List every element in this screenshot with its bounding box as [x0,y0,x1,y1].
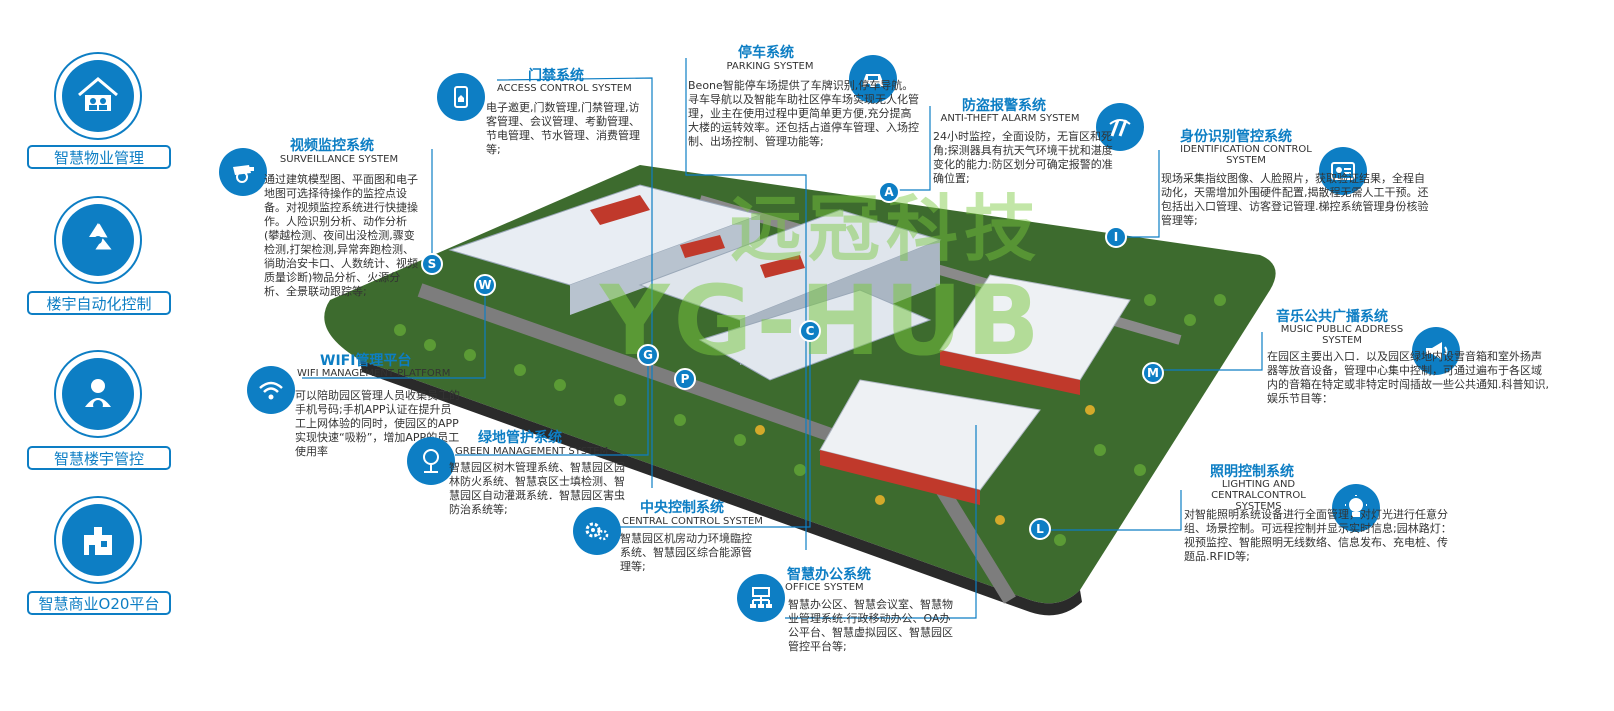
parking-desc: Beone智能停车场提供了车牌识别,停车导航。寻车导航以及智能车助社区停车场实现… [688,79,919,148]
music-desc: 在园区主要出入口．以及园区绿地内设雪音箱和室外扬声器等放音设备，管理中心集中控制… [1267,350,1549,405]
shop-gift-icon [62,504,134,576]
map-pin-l[interactable]: L [1029,518,1051,540]
commerce-o2o-label[interactable]: 智慧商业O20平台 [27,591,171,615]
identification-subtitle: IDENTIFICATION CONTROL SYSTEM [1180,144,1312,166]
red-roof-accent-2 [680,235,725,258]
music-title: 音乐公共广播系统 [1276,309,1388,325]
watermark-en: YG-HUB [600,265,1044,377]
map-pin-m[interactable]: M [1142,362,1164,384]
music-subtitle: MUSIC PUBLIC ADDRESS SYSTEM [1280,324,1404,346]
wifi-title: WIFI管理平台 [320,353,412,369]
office-desc: 智慧办公区、智慧会议室、智慧物业管理系统.行政移动办公、OA办公平台、智慧虚拟园… [788,598,953,653]
green-subtitle: GREEN MANAGEMENT SYSTEM [455,446,609,457]
alarm-subtitle: ANTI-THEFT ALARM SYSTEM [940,113,1080,124]
smart-building-circle[interactable] [54,350,142,438]
building-automation-circle[interactable] [54,196,142,284]
property-management-circle[interactable] [54,52,142,140]
wifi-subtitle: WIFI MANAGEMENT PLATFORM [297,368,451,379]
office-title: 智慧办公系统 [787,567,871,583]
house-people-icon [62,60,134,132]
loudspeaker-icon[interactable] [1412,327,1460,375]
lightbulb-icon[interactable] [1332,484,1380,532]
red-roof-accent-3 [760,255,805,278]
red-roof-accent-1 [590,195,650,225]
alarm-title: 防盗报警系统 [962,98,1046,114]
surveillance-camera-icon[interactable] [219,148,267,196]
lighting-title: 照明控制系统 [1210,464,1294,480]
map-pin-c[interactable]: C [799,320,821,342]
trees [394,294,1226,546]
access-control-title: 门禁系统 [528,68,584,84]
alarm-desc: 24小时监控，全面设防，无盲区和死角;探测器具有抗天气环境干扰和湛度变化的能力:… [933,130,1113,185]
map-pin-i[interactable]: I [1105,226,1127,248]
office-network-icon[interactable] [737,574,785,622]
building-wall-5 [820,450,980,505]
map-pin-g[interactable]: G [637,344,659,366]
building-wall-4 [940,350,1080,395]
access-control-subtitle: ACCESS CONTROL SYSTEM [497,83,632,94]
map-pin-a[interactable]: A [878,181,900,203]
person-gear-icon [62,358,134,430]
map-pin-p[interactable]: P [674,368,696,390]
access-control-desc: 电子邀更,门数管理,门禁管理,访客管理、会议管理、考勤管理、节电管理、节水管理、… [486,101,640,156]
building-automation-label[interactable]: 楼宇自动化控制 [27,291,171,315]
map-pin-w[interactable]: W [474,274,496,296]
office-subtitle: OFFICE SYSTEM [785,582,864,593]
lighting-desc: 对智能照明系统设备进行全面管理，对灯光进行任意分组、场景控制。可远程控制并显示实… [1184,508,1452,563]
green-tree-icon[interactable] [407,437,455,485]
central-control-gear-icon[interactable] [573,507,621,555]
property-management-label[interactable]: 智慧物业管理 [27,145,171,169]
commerce-o2o-circle[interactable] [54,496,142,584]
alarm-icon[interactable] [1096,103,1144,151]
parking-car-icon[interactable] [849,55,897,103]
smart-building-label[interactable]: 智慧楼宇管控 [27,446,171,470]
central-control-subtitle: CENTRAL CONTROL SYSTEM [622,516,763,527]
access-control-icon[interactable] [437,73,485,121]
parking-subtitle: PARKING SYSTEM [726,61,814,72]
surveillance-desc: 通过建筑模型图、平面图和电子地图可选择待操作的监控点设备。对视频监控系统进行快捷… [264,173,418,298]
lighting-subtitle: LIGHTING AND CENTRALCONTROL SYSTEMS [1211,479,1306,512]
identification-card-icon[interactable] [1319,147,1367,195]
parking-title: 停车系统 [738,45,794,61]
surveillance-subtitle: SURVEILLANCE SYSTEM [279,154,399,165]
wifi-icon[interactable] [247,366,295,414]
map-pin-s[interactable]: S [421,253,443,275]
green-desc: 智慧园区树木管理系统、智慧园区园林防火系统、智慧哀区士填检测、智慧园区自动灌溉系… [449,461,625,516]
surveillance-title: 视频监控系统 [290,138,374,154]
identification-desc: 现场采集指纹图像、人脸照片，获取验证结果，全程自动化，天需增加外围硬件配置,揭散… [1161,172,1429,227]
central-control-title: 中央控制系统 [640,500,724,516]
identification-title: 身份识别管控系统 [1180,129,1292,145]
central-control-desc: 智慧园区机房动力环境臨控系统、智慧园区综合能源管理等; [620,532,752,573]
recycle-icon [62,204,134,276]
autumn-trees [755,405,1095,525]
green-title: 绿地管护系统 [478,430,562,446]
